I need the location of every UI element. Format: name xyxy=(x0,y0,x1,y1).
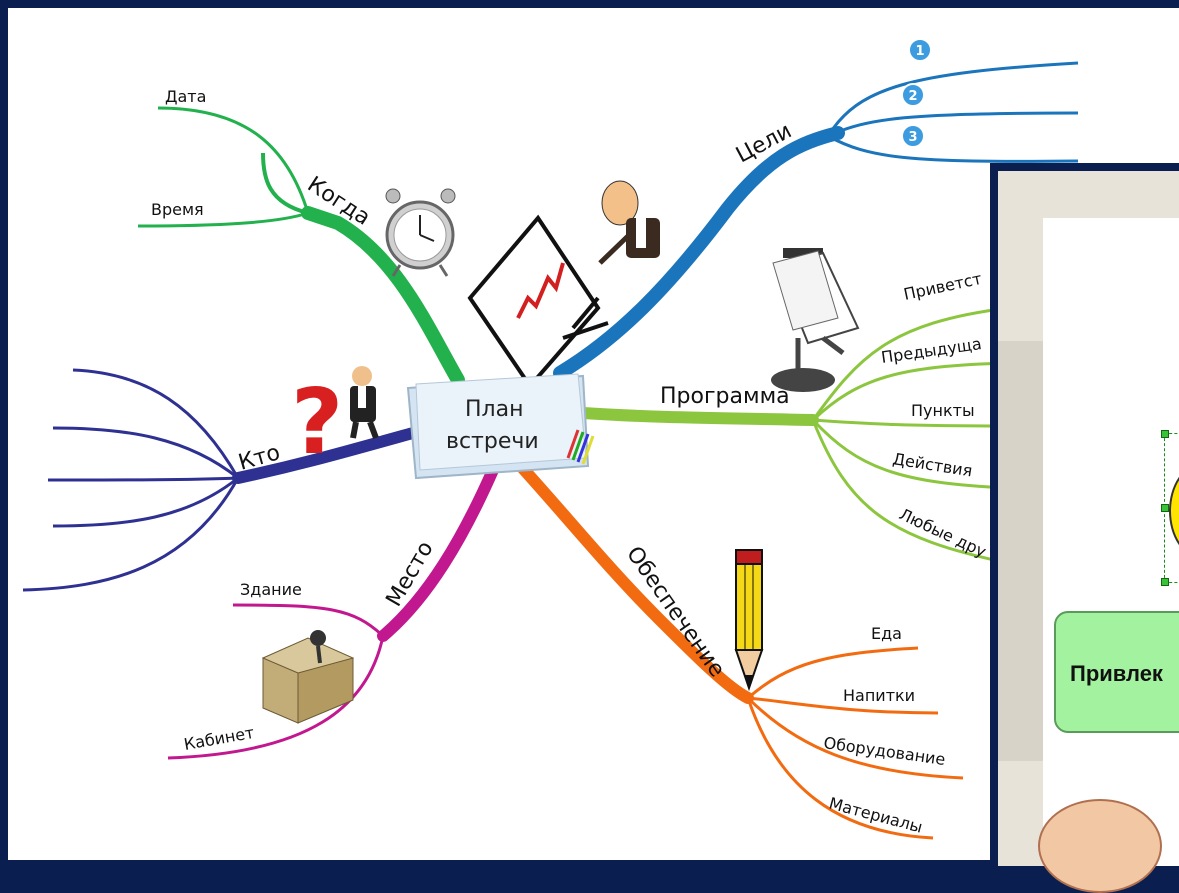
svg-text:1: 1 xyxy=(915,44,924,59)
question-man-icon: ? xyxy=(291,366,379,475)
slide-frame: Когда Дата Время Цели 1 2 3 Программа Пр… xyxy=(8,8,1179,893)
svg-text:3: 3 xyxy=(908,130,917,145)
markers-icon xyxy=(566,429,595,465)
center-node: План встречи xyxy=(406,373,595,480)
presenter-chart-icon xyxy=(467,180,660,390)
kogda-item-vremya: Время xyxy=(151,200,204,219)
overlay-sidebar xyxy=(998,341,1046,761)
obesp-item-oborudovanie: Оборудование xyxy=(822,733,946,769)
mind-map-canvas: Когда Дата Время Цели 1 2 3 Программа Пр… xyxy=(8,8,1179,860)
brain-icon xyxy=(1038,799,1162,893)
alarm-clock-icon xyxy=(385,188,456,277)
mesto-item-zdanie: Здание xyxy=(240,580,302,599)
goal-number-2: 2 xyxy=(901,83,925,107)
branch-programma-label: Программа xyxy=(660,384,790,409)
center-title-line1: План xyxy=(465,397,523,422)
obesp-item-napitki: Напитки xyxy=(843,686,915,705)
branch-obespechenie-label: Обеспечение xyxy=(621,542,729,682)
overlay-page xyxy=(1043,218,1179,866)
branch-kogda: Когда Дата Время xyxy=(137,87,465,387)
green-box-text: Привлек xyxy=(1070,661,1163,686)
yellow-ellipse xyxy=(1169,464,1179,558)
desk-icon xyxy=(261,630,355,724)
obesp-item-eda: Еда xyxy=(871,624,902,643)
selected-shape[interactable] xyxy=(1161,430,1179,586)
flipchart-icon xyxy=(771,248,860,392)
mind-map-svg: Когда Дата Время Цели 1 2 3 Программа Пр… xyxy=(22,38,1079,840)
overlay-window: Привлек xyxy=(998,171,1179,893)
pencil-icon xyxy=(734,549,764,692)
branch-kto: Кто xyxy=(22,368,419,592)
green-text-box[interactable]: Привлек xyxy=(1054,611,1179,733)
svg-text:?: ? xyxy=(291,370,343,475)
resize-handle[interactable] xyxy=(1161,504,1169,512)
goal-number-1: 1 xyxy=(908,38,932,62)
goal-number-3: 3 xyxy=(901,124,925,148)
overlay-slide: Привлек xyxy=(990,163,1179,893)
svg-text:2: 2 xyxy=(908,89,917,104)
resize-handle[interactable] xyxy=(1161,578,1169,586)
resize-handle[interactable] xyxy=(1161,430,1169,438)
kogda-item-data: Дата xyxy=(165,87,206,106)
programma-item-1: Приветст xyxy=(902,269,984,304)
branch-mesto: Место Здание Кабинет xyxy=(167,464,499,760)
center-title-line2: встречи xyxy=(446,429,539,454)
programma-item-3: Пункты xyxy=(911,401,975,420)
